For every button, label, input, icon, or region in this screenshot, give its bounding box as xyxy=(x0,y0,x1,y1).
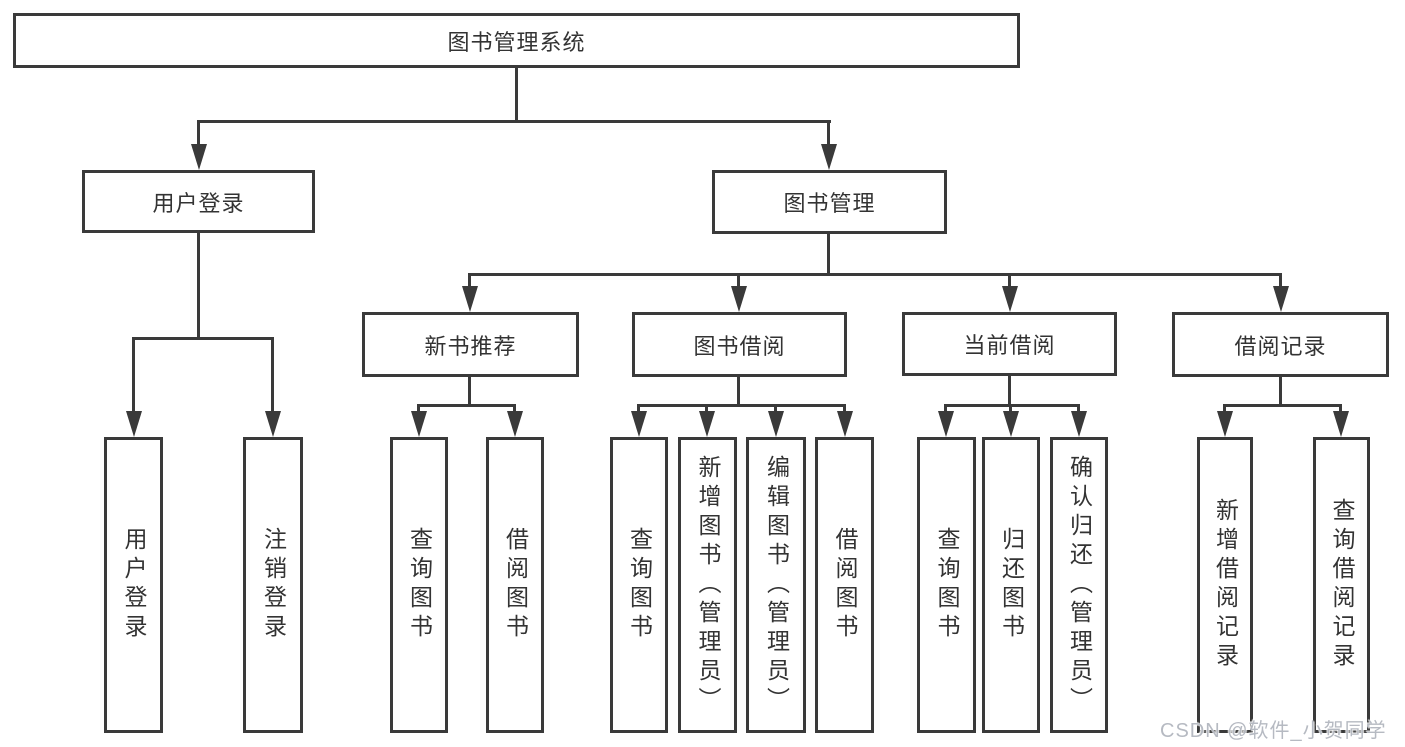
node-library-system: 图书管理系统 xyxy=(13,13,1020,68)
csdn-watermark: CSDN @软件_小贺同学 xyxy=(1160,720,1387,742)
node-label: 图书借阅 xyxy=(693,333,786,359)
connector-line xyxy=(515,66,518,122)
leaf-label: 确认归还（管理员） xyxy=(1066,454,1093,716)
connector-line xyxy=(737,273,740,288)
connector-line xyxy=(468,273,471,288)
leaf-label: 新增图书（管理员） xyxy=(695,454,721,716)
leaf-label: 查询图书 xyxy=(406,527,433,643)
leaf-label: 借阅图书 xyxy=(502,527,529,643)
node-label: 图书管理 xyxy=(783,191,876,216)
arrow-down-icon xyxy=(265,411,281,437)
arrow-down-icon xyxy=(768,411,784,437)
arrow-down-icon xyxy=(126,411,142,437)
connector-line xyxy=(1009,404,1012,413)
connector-line xyxy=(843,404,846,413)
connector-line xyxy=(417,404,516,407)
node-current-borrow: 当前借阅 xyxy=(902,312,1117,376)
leaf-label: 借阅图书 xyxy=(832,527,858,643)
arrow-down-icon xyxy=(731,286,747,312)
connector-line xyxy=(132,337,274,340)
arrow-down-icon xyxy=(699,411,715,437)
arrow-down-icon xyxy=(462,286,478,312)
connector-line xyxy=(637,404,640,413)
arrow-down-icon xyxy=(411,411,427,437)
connector-line xyxy=(705,404,708,413)
leaf-label: 归还图书 xyxy=(998,527,1025,643)
node-label: 用户登录 xyxy=(152,190,245,216)
leaf-edit-books-admin: 编辑图书（管理员） xyxy=(746,437,806,733)
arrow-down-icon xyxy=(507,411,523,437)
leaf-label: 查询借阅记录 xyxy=(1329,498,1355,672)
connector-line xyxy=(637,404,846,407)
node-label: 新书推荐 xyxy=(424,333,517,359)
connector-line xyxy=(1339,404,1342,413)
connector-line xyxy=(468,273,1282,276)
leaf-query-books-current: 查询图书 xyxy=(917,437,976,733)
leaf-return-books: 归还图书 xyxy=(982,437,1040,733)
connector-line xyxy=(1223,404,1226,413)
connector-line xyxy=(1008,376,1011,406)
leaf-label: 查询图书 xyxy=(934,527,960,643)
leaf-query-borrow-record: 查询借阅记录 xyxy=(1313,437,1370,733)
arrow-down-icon xyxy=(1002,286,1018,312)
arrow-down-icon xyxy=(191,144,207,170)
leaf-query-books-borrow: 查询图书 xyxy=(610,437,668,733)
arrow-down-icon xyxy=(631,411,647,437)
node-user-login: 用户登录 xyxy=(82,170,315,233)
leaf-label: 用户登录 xyxy=(121,527,147,643)
node-new-book-recommend: 新书推荐 xyxy=(362,312,579,377)
connector-line xyxy=(774,404,777,413)
connector-line xyxy=(132,337,135,413)
connector-line xyxy=(1077,404,1080,413)
connector-line xyxy=(737,377,740,406)
connector-line xyxy=(1223,404,1342,407)
node-label: 借阅记录 xyxy=(1234,333,1327,359)
leaf-label: 注销登录 xyxy=(260,527,287,643)
leaf-add-borrow-record: 新增借阅记录 xyxy=(1197,437,1253,733)
connector-line xyxy=(1008,273,1011,288)
connector-line xyxy=(944,404,1080,407)
node-book-management: 图书管理 xyxy=(712,170,947,234)
leaf-logout: 注销登录 xyxy=(243,437,303,733)
leaf-user-login: 用户登录 xyxy=(104,437,163,733)
leaf-borrow-books-recommend: 借阅图书 xyxy=(486,437,544,733)
arrow-down-icon xyxy=(1217,411,1233,437)
leaf-query-books-recommend: 查询图书 xyxy=(390,437,448,733)
arrow-down-icon xyxy=(1273,286,1289,312)
arrow-down-icon xyxy=(1071,411,1087,437)
arrow-down-icon xyxy=(1333,411,1349,437)
node-borrow-records: 借阅记录 xyxy=(1172,312,1389,377)
arrow-down-icon xyxy=(938,411,954,437)
node-label: 图书管理系统 xyxy=(447,29,586,55)
leaf-confirm-return-admin: 确认归还（管理员） xyxy=(1050,437,1108,733)
connector-line xyxy=(1279,377,1282,406)
connector-line xyxy=(198,120,831,123)
node-book-borrow: 图书借阅 xyxy=(632,312,847,377)
connector-line xyxy=(468,377,471,406)
connector-line xyxy=(417,404,420,413)
leaf-label: 编辑图书（管理员） xyxy=(763,454,790,716)
connector-line xyxy=(197,233,200,339)
leaf-borrow-books: 借阅图书 xyxy=(815,437,874,733)
arrow-down-icon xyxy=(821,144,837,170)
arrow-down-icon xyxy=(837,411,853,437)
connector-line xyxy=(197,120,200,146)
leaf-label: 查询图书 xyxy=(626,527,653,643)
arrow-down-icon xyxy=(1003,411,1019,437)
connector-line xyxy=(271,337,274,413)
connector-line xyxy=(827,120,830,146)
node-label: 当前借阅 xyxy=(963,333,1056,358)
connector-line xyxy=(944,404,947,413)
leaf-label: 新增借阅记录 xyxy=(1212,498,1239,672)
connector-line xyxy=(1279,273,1282,288)
connector-line xyxy=(827,234,830,275)
connector-line xyxy=(513,404,516,413)
leaf-add-books-admin: 新增图书（管理员） xyxy=(678,437,737,733)
